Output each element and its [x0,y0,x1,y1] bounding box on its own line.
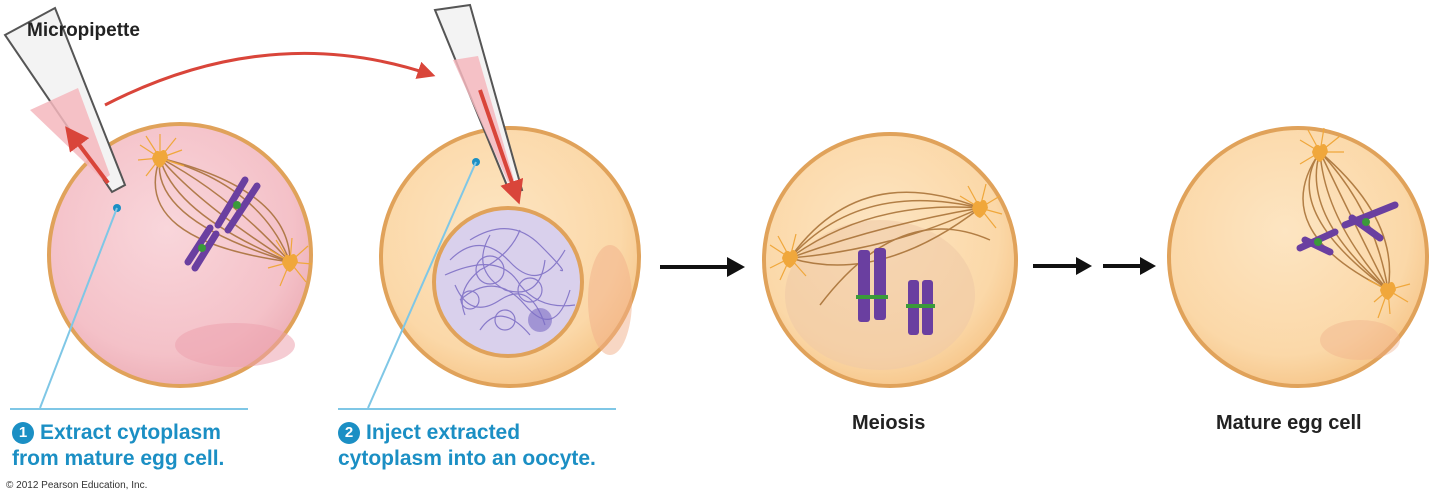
chromosomes [184,176,261,272]
mature-egg-cell-result [1167,126,1429,388]
centrosome-top [1299,127,1344,165]
step1-leader [39,204,121,409]
centrosome-bottom [267,237,313,287]
micropipette-label: Micropipette [27,20,140,41]
oocyte-cell [379,126,641,388]
centrosome-left [769,233,807,281]
micropipette-extract [3,6,127,194]
arrow-to-meiosis [660,257,745,277]
step2-leader [367,158,480,409]
step2-rule [338,408,616,410]
centrosome-bottom [1367,279,1411,319]
meiosis-label: Meiosis [852,412,926,434]
micropipette-inject [433,3,524,205]
step-2-line1: Inject extracted [366,421,521,444]
step1-rule [10,408,248,410]
oocyte-nucleus [432,206,584,358]
copyright-text: © 2012 Pearson Education, Inc. [6,480,148,491]
step-2-caption: 2 Inject extracted cytoplasm into an ooc… [338,420,596,472]
centrosome-top [137,134,185,177]
step-1-line2: from mature egg cell. [12,447,225,470]
meiosis-cell [762,132,1018,388]
arrows-to-mature-egg [1033,257,1156,275]
transfer-arrow [104,51,436,107]
step-1-number: 1 [12,422,34,444]
step-2-line2: cytoplasm into an oocyte. [338,447,596,470]
step-2-number: 2 [338,422,360,444]
step-1-line1: Extract cytoplasm [40,421,221,444]
centrosome-right [959,183,1003,229]
step-1-caption: 1 Extract cytoplasm from mature egg cell… [12,420,224,472]
mature-egg-label: Mature egg cell [1216,412,1362,434]
